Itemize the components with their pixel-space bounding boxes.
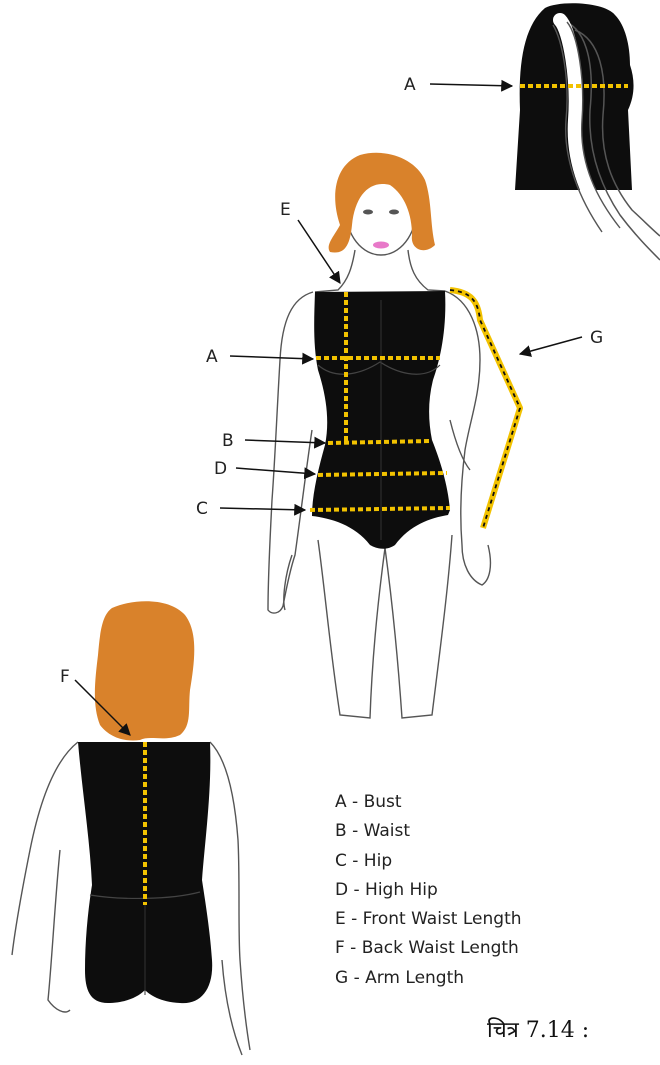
callout-top-a: A xyxy=(404,75,416,95)
measurement-legend: A - Bust B - Waist C - Hip D - High Hip … xyxy=(335,788,522,993)
side-view-torso xyxy=(515,3,660,260)
arrow-top-a xyxy=(430,84,512,86)
legend-item-back-waist-length: F - Back Waist Length xyxy=(335,934,522,963)
callout-f: F xyxy=(60,667,70,687)
legend-item-hip: C - Hip xyxy=(335,847,522,876)
callout-c: C xyxy=(196,499,208,519)
arrow-b xyxy=(245,440,325,443)
arrow-front-a xyxy=(230,356,313,359)
arrow-g xyxy=(520,337,582,354)
callout-b: B xyxy=(222,431,234,451)
callout-front-a: A xyxy=(206,347,218,367)
callout-g: G xyxy=(590,328,603,348)
legend-item-waist: B - Waist xyxy=(335,817,522,846)
back-hair xyxy=(95,601,194,740)
figure-caption: चित्र 7.14 : xyxy=(487,1014,589,1044)
arrow-d xyxy=(236,468,315,474)
legend-item-bust: A - Bust xyxy=(335,788,522,817)
legend-item-high-hip: D - High Hip xyxy=(335,876,522,905)
legend-item-arm-length: G - Arm Length xyxy=(335,964,522,993)
front-head xyxy=(329,153,435,255)
arm-length-tape xyxy=(450,290,520,528)
callout-e: E xyxy=(280,200,291,220)
callout-d: D xyxy=(214,459,227,479)
legend-item-front-waist-length: E - Front Waist Length xyxy=(335,905,522,934)
arrow-c xyxy=(220,508,305,510)
